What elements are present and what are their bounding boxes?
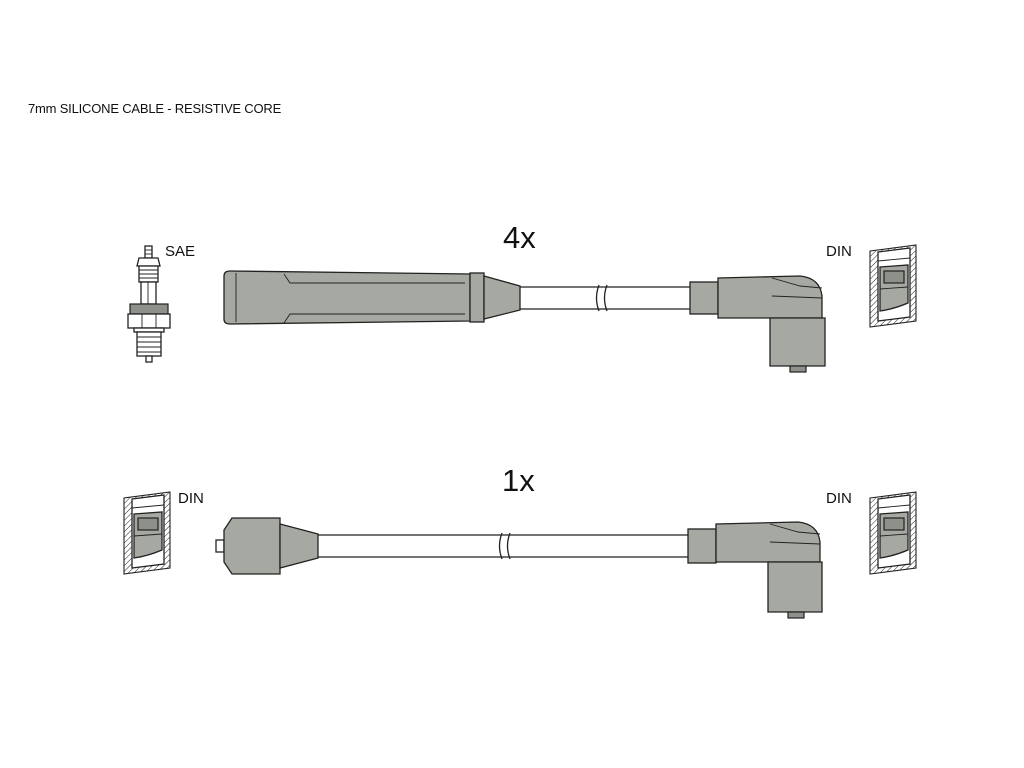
bottom-right-din-label: DIN	[826, 490, 852, 507]
bottom-lead-cable	[318, 532, 688, 560]
top-lead-straight-boot	[223, 270, 521, 325]
bottom-left-din-label: DIN	[178, 490, 204, 507]
bottom-lead-quantity: 1x	[502, 463, 535, 498]
bottom-lead-angled-boot	[687, 521, 823, 619]
top-right-din-label: DIN	[826, 243, 852, 260]
top-lead-angled-boot	[689, 275, 826, 373]
bottom-left-din-socket-icon	[123, 491, 171, 575]
top-right-din-socket-icon	[869, 244, 917, 328]
sae-spark-plug-label: SAE	[165, 243, 196, 260]
diagram-heading: 7mm SILICONE CABLE - RESISTIVE CORE	[28, 101, 282, 116]
top-lead-quantity: 4x	[503, 220, 536, 255]
bottom-lead-straight-boot	[215, 517, 319, 575]
top-lead-cable	[520, 284, 690, 312]
bottom-right-din-socket-icon	[869, 491, 917, 575]
sae-spark-plug-icon	[127, 245, 171, 363]
